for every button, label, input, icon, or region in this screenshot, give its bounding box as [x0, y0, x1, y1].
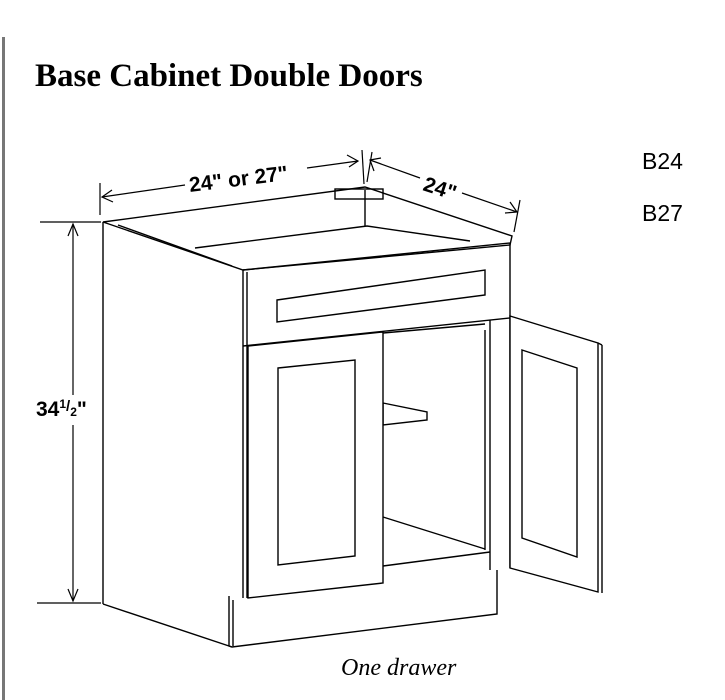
- right-door-open: [509, 315, 603, 593]
- caption: One drawer: [341, 655, 457, 681]
- page-border-line: [2, 37, 5, 700]
- height-fraction-denominator: 2: [70, 405, 77, 419]
- height-dimension-line: [37, 221, 101, 604]
- height-dimension-label: 341/2": [36, 397, 87, 421]
- left-door: [247, 331, 384, 599]
- page-title: Base Cabinet Double Doors: [35, 58, 423, 94]
- depth-dimension-line: [366, 151, 521, 233]
- model-code-b27: B27: [642, 200, 683, 226]
- interior: [382, 402, 491, 567]
- model-code-b24: B24: [642, 148, 683, 174]
- toe-kick: [228, 570, 498, 648]
- height-fraction-numerator: 1: [59, 397, 66, 411]
- height-fraction-slash: /: [66, 398, 71, 415]
- width-dimension-label: 24" or 27": [188, 162, 289, 197]
- cabinet-top: [102, 186, 513, 271]
- depth-dimension-label: 24": [420, 173, 459, 205]
- height-whole: 34: [36, 398, 60, 421]
- height-suffix: ": [77, 398, 87, 421]
- drawer-front: [276, 269, 486, 323]
- side-panel: [102, 222, 244, 648]
- width-dimension-line: [99, 149, 365, 215]
